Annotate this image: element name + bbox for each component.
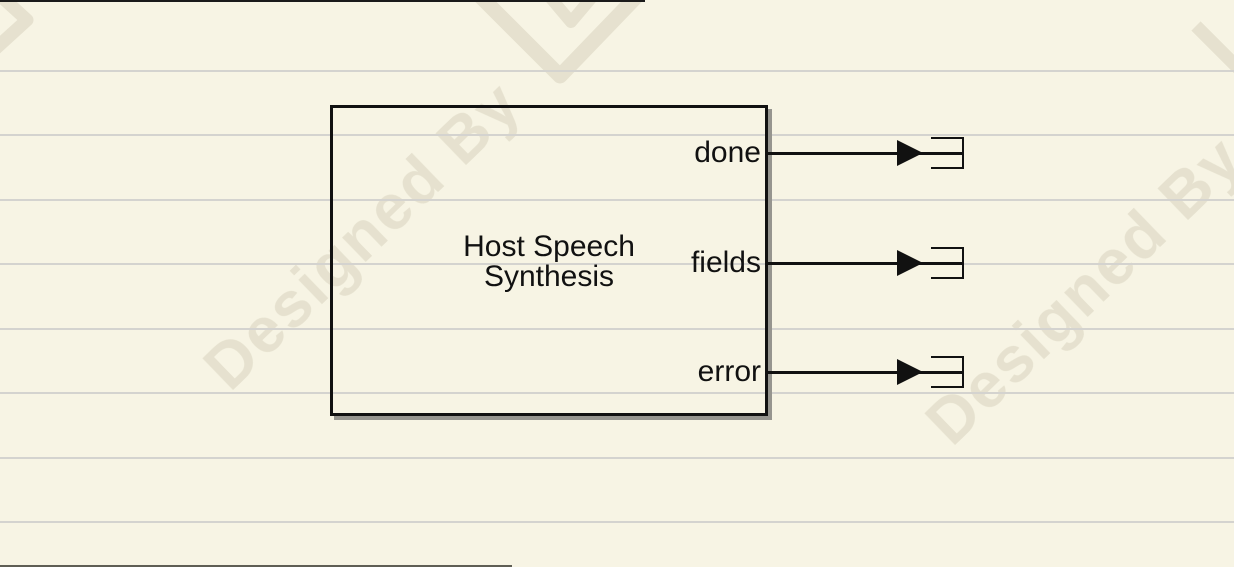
watermark-fragment-top-left [0,0,34,54]
ruled-line [0,199,1234,201]
arrowhead-icon [897,140,923,166]
bottom-edge-strip [0,565,512,567]
block-name: Host Speech Synthesis [333,232,765,292]
watermark-letter-fragment-top [544,0,598,28]
ruled-line [0,521,1234,523]
ruled-line [0,263,1234,265]
output-terminal-icon [931,137,964,169]
watermark-text-right: Designed By [912,122,1234,458]
ruled-line [0,328,1234,330]
port-label-done: done [694,136,761,169]
watermark-bracket-fragment-top [474,0,643,84]
ruled-line [0,392,1234,394]
watermark-fragment-top-right [1191,21,1234,74]
ruled-line [0,70,1234,72]
output-terminal-icon [931,247,964,279]
arrowhead-icon [897,359,923,385]
top-edge-strip [0,0,645,2]
signal-wire [766,152,963,155]
block-host-speech-synthesis[interactable]: Host Speech Synthesis done fields error [330,105,768,416]
signal-wire [766,262,963,265]
output-terminal-icon [931,356,964,388]
port-label-error: error [697,355,761,388]
arrowhead-icon [897,250,923,276]
block-name-line2: Synthesis [483,260,615,293]
ruled-line [0,134,1234,136]
block-name-line1: Host Speech [463,230,635,263]
ruled-line [0,457,1234,459]
port-label-fields: fields [690,246,761,279]
signal-wire [766,371,963,374]
